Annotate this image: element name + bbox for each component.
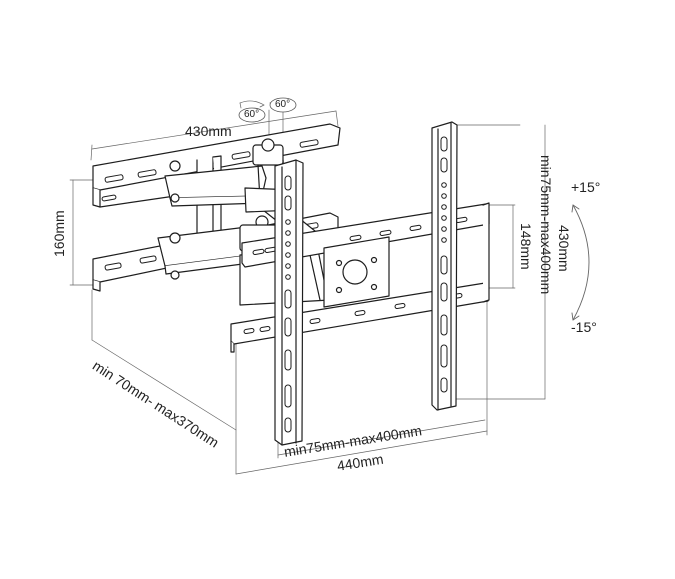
vesa-vertical-label: min75mm-max400mm bbox=[538, 155, 554, 295]
swivel-left-label: 60° bbox=[244, 109, 260, 120]
tilt-down-label: -15° bbox=[571, 319, 597, 335]
plate-height-label: 430mm bbox=[556, 225, 572, 272]
swivel-left-bubble bbox=[238, 107, 266, 123]
depth-top-label: 430mm bbox=[185, 123, 232, 139]
plate-height-inner-label: 148mm bbox=[518, 223, 534, 270]
swivel-right-bubble bbox=[269, 97, 297, 113]
arm-height-label: 160mm bbox=[51, 210, 67, 257]
tilt-up-label: +15° bbox=[571, 179, 601, 195]
vertical-slots bbox=[284, 136, 448, 433]
dimension-lines bbox=[69, 100, 590, 475]
swivel-right-label: 60° bbox=[275, 99, 291, 110]
